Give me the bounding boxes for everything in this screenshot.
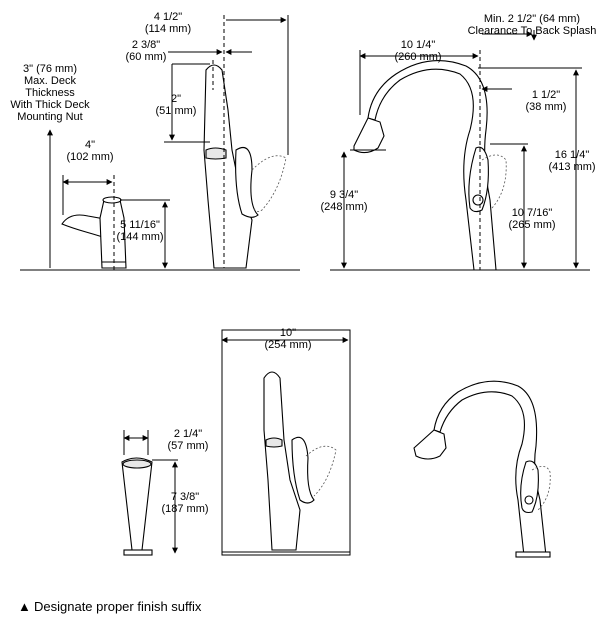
deck-line-4: With Thick Deck [10,99,90,111]
footnote: ▲ Designate proper finish suffix [18,599,202,614]
footnote-symbol: ▲ [18,599,31,614]
deck-line-3: Thickness [25,87,75,99]
dim-10-line-1: 10" [280,327,296,339]
deck-line-5: Mounting Nut [17,111,82,123]
faucet-side-view: 4 1/2" (114 mm) 2 3/8" (60 mm) 2" (51 mm… [126,11,289,269]
dim-10-7-16-line-1: 10 7/16" [512,207,553,219]
deck-line-1: 3" (76 mm) [23,63,77,75]
dim-16-25-line-1: 16 1/4" [555,149,590,161]
dim-10-line-2: (254 mm) [264,339,311,351]
side-spray-unit: 4" (102 mm) 5 11/16" (144 mm) [61,139,170,270]
dim-2-line-2: (51 mm) [156,105,197,117]
dim-5-11-16-line-2: (144 mm) [116,231,163,243]
dim-2-375-line-2: (60 mm) [126,51,167,63]
dim-7-375-line-2: (187 mm) [161,503,208,515]
footnote-text: Designate proper finish suffix [34,599,202,614]
dim-7-375-line-1: 7 3/8" [171,491,199,503]
dim-4-5-line-2: (114 mm) [145,23,191,35]
dim-2-25-line-2: (57 mm) [168,440,209,452]
faucet-front-view-small [413,380,551,558]
dim-9-75-line-1: 9 3/4" [330,189,358,201]
dim-4-line-1: 4" [85,139,95,151]
faucet-front-view: 10 1/4" (260 mm) Min. 2 1/2" (64 mm) Cle… [320,13,597,271]
dim-9-75-line-2: (248 mm) [320,201,367,213]
dim-1-5-line-2: (38 mm) [526,101,567,113]
dim-10-7-16-line-2: (265 mm) [508,219,555,231]
dim-10-25-line-1: 10 1/4" [401,39,436,51]
dim-2-375-line-1: 2 3/8" [132,39,160,51]
faucet-clearance-view: 10" (254 mm) [221,327,351,556]
dim-4-line-2: (102 mm) [66,151,113,163]
min-clearance-line-2: Clearance To Back Splash [468,25,597,37]
dim-4-5-line-1: 4 1/2" [154,11,182,23]
soap-dispenser-view: 2 1/4" (57 mm) 7 3/8" (187 mm) [121,428,209,556]
dim-2-line-1: 2" [171,93,181,105]
dim-10-25-line-2: (260 mm) [394,51,441,63]
dim-16-25-line-2: (413 mm) [548,161,595,173]
deck-thickness-dimension: 3" (76 mm) Max. Deck Thickness With Thic… [10,63,300,271]
dim-5-11-16-line-1: 5 11/16" [120,219,160,231]
dim-1-5-line-1: 1 1/2" [532,89,560,101]
deck-line-2: Max. Deck [24,75,76,87]
dim-2-25-line-1: 2 1/4" [174,428,202,440]
min-clearance-line-1: Min. 2 1/2" (64 mm) [484,13,580,25]
